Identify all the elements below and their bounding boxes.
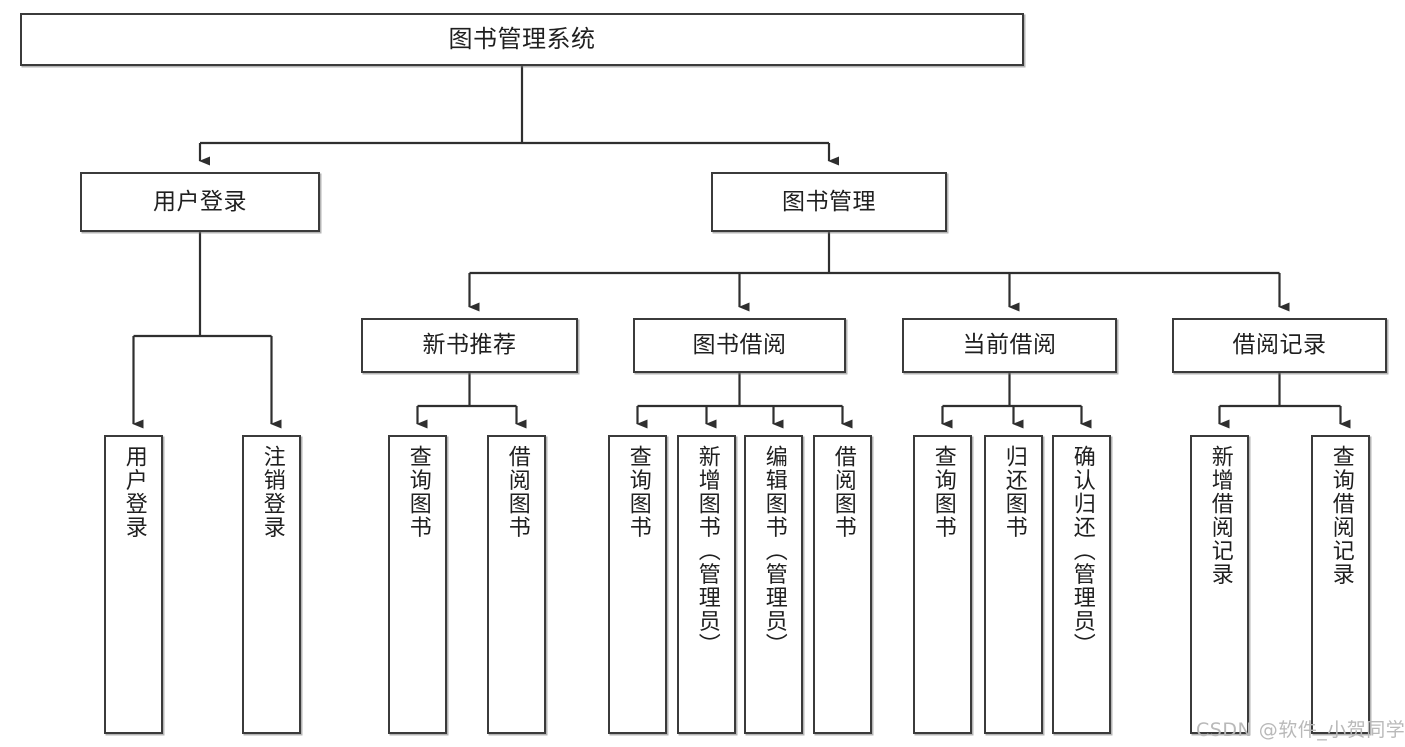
leaf-box-9[interactable]: 归还图书 (984, 435, 1043, 734)
leaf-label-12: 查询借阅记录 (1328, 445, 1354, 586)
leaf-label-6: 编辑图书（管理员） (761, 445, 787, 657)
leaf-label-11: 新增借阅记录 (1207, 445, 1233, 586)
csdn-watermark: CSDN @软件_小贺同学 (1196, 719, 1405, 741)
leaf-label-3: 借阅图书 (504, 445, 530, 539)
leaf-label-0: 用户登录 (121, 445, 147, 539)
leaf-label-4: 查询图书 (625, 445, 651, 539)
leaf-box-1[interactable]: 注销登录 (242, 435, 301, 734)
level3-label-3: 借阅记录 (1232, 332, 1327, 359)
leaf-box-11[interactable]: 新增借阅记录 (1190, 435, 1249, 734)
leaf-box-0[interactable]: 用户登录 (104, 435, 163, 734)
leaf-box-5[interactable]: 新增图书（管理员） (677, 435, 736, 734)
level3-label-2: 当前借阅 (962, 332, 1057, 359)
leaf-box-2[interactable]: 查询图书 (388, 435, 447, 734)
level3-box-0[interactable]: 新书推荐 (361, 318, 578, 373)
level2-box-1[interactable]: 图书管理 (711, 172, 947, 232)
leaf-box-8[interactable]: 查询图书 (913, 435, 972, 734)
leaf-box-7[interactable]: 借阅图书 (813, 435, 872, 734)
leaf-box-12[interactable]: 查询借阅记录 (1311, 435, 1370, 734)
level3-label-1: 图书借阅 (692, 332, 787, 359)
leaf-box-3[interactable]: 借阅图书 (487, 435, 546, 734)
level3-box-3[interactable]: 借阅记录 (1172, 318, 1387, 373)
level2-box-0[interactable]: 用户登录 (80, 172, 320, 232)
leaf-box-10[interactable]: 确认归还（管理员） (1052, 435, 1111, 734)
leaf-label-5: 新增图书（管理员） (694, 445, 720, 657)
level3-box-1[interactable]: 图书借阅 (633, 318, 846, 373)
level3-label-0: 新书推荐 (422, 332, 517, 359)
leaf-label-2: 查询图书 (405, 445, 431, 539)
leaf-label-10: 确认归还（管理员） (1069, 445, 1095, 657)
leaf-box-6[interactable]: 编辑图书（管理员） (744, 435, 803, 734)
level3-box-2[interactable]: 当前借阅 (902, 318, 1117, 373)
leaf-box-4[interactable]: 查询图书 (608, 435, 667, 734)
root-box-0[interactable]: 图书管理系统 (20, 13, 1024, 66)
leaf-label-1: 注销登录 (259, 445, 285, 539)
level2-label-0: 用户登录 (153, 188, 247, 215)
leaf-label-8: 查询图书 (930, 445, 956, 539)
leaf-label-7: 借阅图书 (830, 445, 856, 539)
level2-label-1: 图书管理 (782, 188, 876, 215)
root-label-0: 图书管理系统 (448, 24, 596, 53)
leaf-label-9: 归还图书 (1001, 445, 1027, 539)
